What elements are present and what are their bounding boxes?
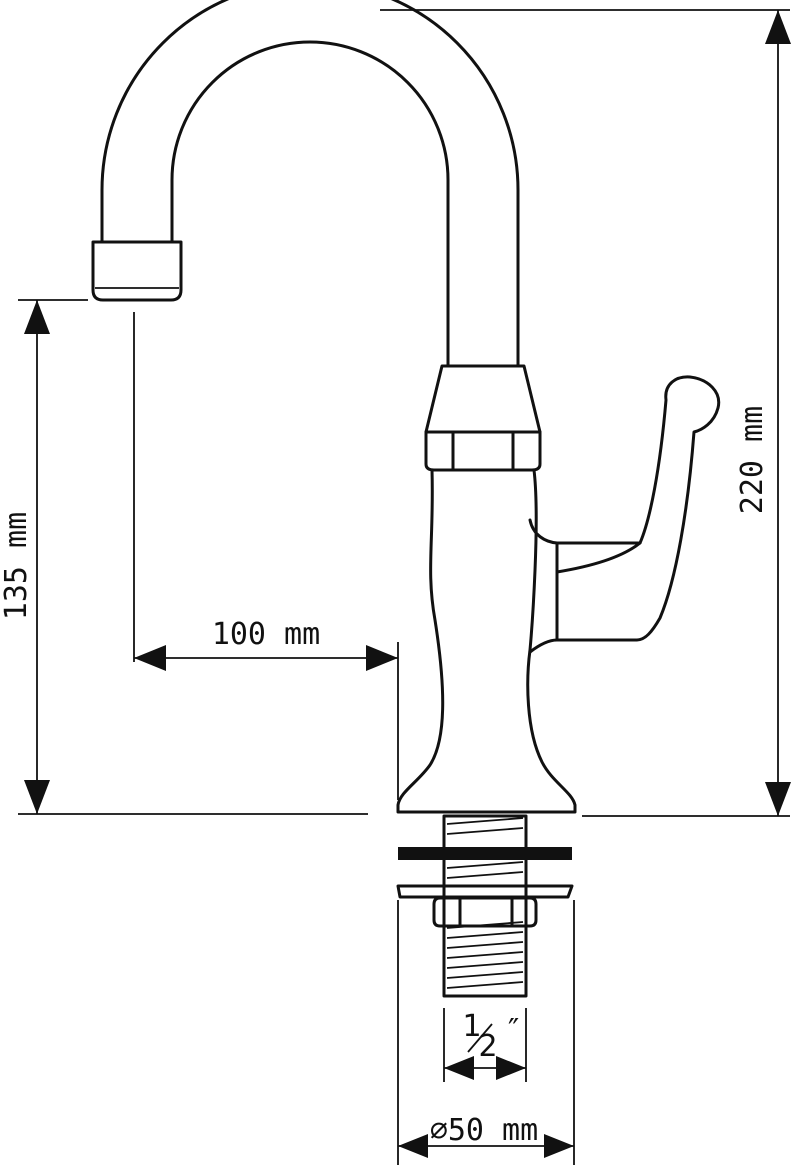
aerator-nozzle [91, 240, 183, 302]
gooseneck-spout [100, 0, 520, 368]
hex-nut-upper [424, 364, 542, 472]
valve-body [396, 468, 577, 814]
extension-lines [18, 9, 790, 1165]
thread-size-numerator: 1 [462, 1009, 481, 1044]
dimension-reach: 100 mm [134, 617, 398, 671]
thread-size-denominator: 2 [478, 1029, 497, 1064]
dimension-total-height-label: 220 mm [735, 406, 770, 514]
dimension-spout-height: 135 mm [0, 300, 50, 814]
thread-size-inch-mark: ″ [508, 1013, 519, 1048]
lever-handle [528, 375, 721, 654]
dimension-total-height: 220 mm [735, 10, 791, 816]
dimension-base-diameter: ⌀50 mm [398, 1113, 574, 1158]
dimension-spout-height-label: 135 mm [0, 512, 34, 620]
dimension-reach-label: 100 mm [212, 617, 320, 652]
dimension-base-diameter-label: ⌀50 mm [430, 1113, 538, 1148]
dimension-thread-size: 1 2 ″ [444, 1009, 526, 1080]
mounting-washer [396, 884, 574, 899]
rubber-gasket [398, 847, 572, 860]
threaded-shank [442, 814, 528, 998]
hex-nut-lower [432, 896, 538, 928]
